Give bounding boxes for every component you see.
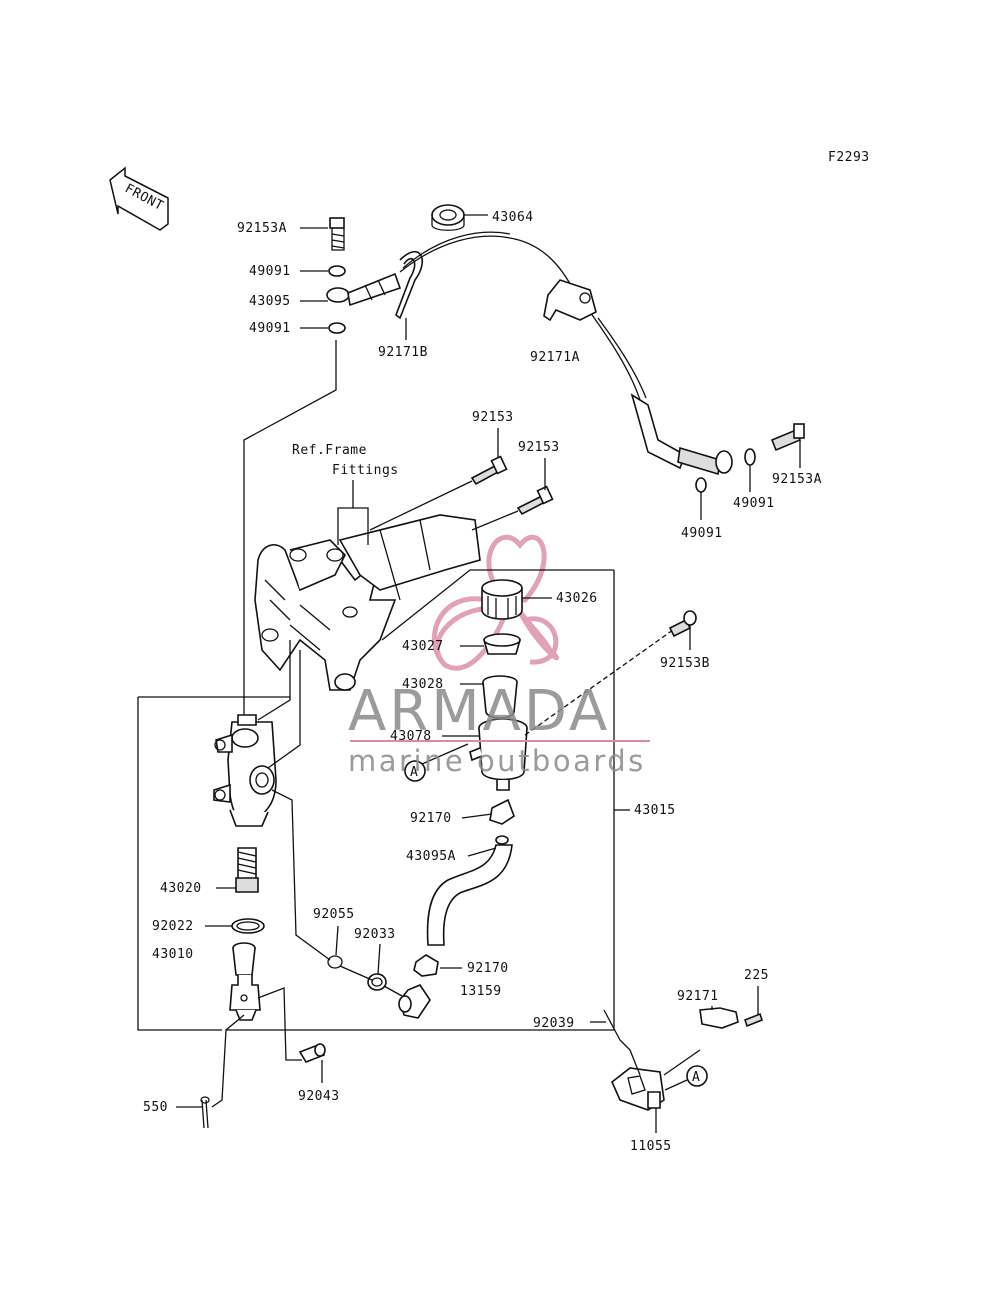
ref-frame-bracket-line — [337, 480, 369, 545]
banjo-43095 — [326, 272, 402, 307]
label-92153-a: 92153 — [472, 410, 514, 425]
label-92153-b: 92153 — [518, 440, 560, 455]
sensor-92039 — [603, 1009, 631, 1051]
label-43095A: 43095A — [406, 849, 456, 864]
label-92171A: 92171A — [530, 350, 580, 365]
label-43028: 43028 — [402, 677, 444, 692]
hose-upper — [399, 231, 686, 470]
label-43020: 43020 — [160, 881, 202, 896]
clip-92033 — [367, 973, 387, 991]
svg-text:A: A — [410, 765, 418, 780]
elbow-13159 — [398, 984, 431, 1019]
diaphragm-plate-43027 — [482, 633, 522, 655]
bolt-92153A-right — [770, 423, 805, 452]
label-92153A-right: 92153A — [772, 472, 822, 487]
master-cylinder-body — [213, 714, 277, 827]
label-43027: 43027 — [402, 639, 444, 654]
label-92171: 92171 — [677, 989, 719, 1004]
washer-49091-d — [695, 477, 707, 493]
bolt-92153-a — [369, 455, 508, 531]
label-550: 550 — [143, 1100, 168, 1115]
label-13159: 13159 — [460, 984, 502, 999]
washer-49091-b — [328, 322, 346, 334]
label-49091-c: 49091 — [733, 496, 775, 511]
label-92043: 92043 — [298, 1089, 340, 1104]
oring-92055 — [327, 955, 343, 969]
label-49091-a: 49091 — [249, 264, 291, 279]
label-225: 225 — [744, 968, 769, 983]
clamp-92171B — [395, 251, 424, 320]
label-11055: 11055 — [630, 1139, 672, 1154]
diaphragm-43028 — [482, 675, 518, 719]
clamp-92170-a — [489, 798, 515, 825]
label-92170-a: 92170 — [410, 811, 452, 826]
snap-ring-92022 — [231, 918, 265, 934]
clamp-92170-b — [413, 954, 439, 977]
label-43015: 43015 — [634, 803, 676, 818]
reservoir-cap-43026 — [481, 579, 523, 620]
label-92039: 92039 — [533, 1016, 575, 1031]
grommet-43064 — [431, 204, 465, 231]
callout-a-right: A — [664, 1065, 708, 1091]
bracket-11055 — [611, 1067, 665, 1111]
watermark-sub: marine outboards — [348, 744, 646, 778]
label-92153A-top: 92153A — [237, 221, 287, 236]
clamp-92171A — [543, 279, 597, 322]
bolt-92153A-top — [329, 217, 345, 251]
leader-lines — [137, 214, 801, 1133]
label-43064: 43064 — [492, 210, 534, 225]
svg-text:A: A — [692, 1070, 700, 1085]
figure-code: F2293 — [828, 150, 870, 165]
watermark-brand: ARMADA — [348, 679, 610, 744]
bolt-225 — [744, 1012, 763, 1028]
label-49091-b: 49091 — [249, 321, 291, 336]
label-92153B: 92153B — [660, 656, 710, 671]
piston-assy-43020 — [235, 847, 259, 893]
armada-watermark: ARMADA marine outboards — [348, 679, 650, 778]
ref-frame-line1: Ref.Frame — [292, 443, 367, 458]
cotter-pin-550 — [200, 1096, 210, 1129]
push-rod-43010 — [229, 942, 261, 1021]
label-92171B: 92171B — [378, 345, 428, 360]
bracket-92171 — [699, 1007, 739, 1029]
fitting-right — [677, 446, 733, 476]
label-92033: 92033 — [354, 927, 396, 942]
label-43095: 43095 — [249, 294, 291, 309]
label-43010: 43010 — [152, 947, 194, 962]
washer-49091-a — [328, 265, 346, 277]
bolt-92153-b — [471, 485, 554, 531]
callout-a-left: A — [404, 743, 469, 782]
pin-92043 — [298, 1043, 326, 1063]
label-92055: 92055 — [313, 907, 355, 922]
label-92170-b: 92170 — [467, 961, 509, 976]
washer-49091-c — [744, 448, 756, 466]
hose-43095A — [426, 835, 513, 946]
ref-frame-line2: Fittings — [332, 463, 399, 478]
label-43026: 43026 — [556, 591, 598, 606]
label-49091-d: 49091 — [681, 526, 723, 541]
front-arrow-icon: FRONT — [109, 166, 169, 231]
label-92022: 92022 — [152, 919, 194, 934]
